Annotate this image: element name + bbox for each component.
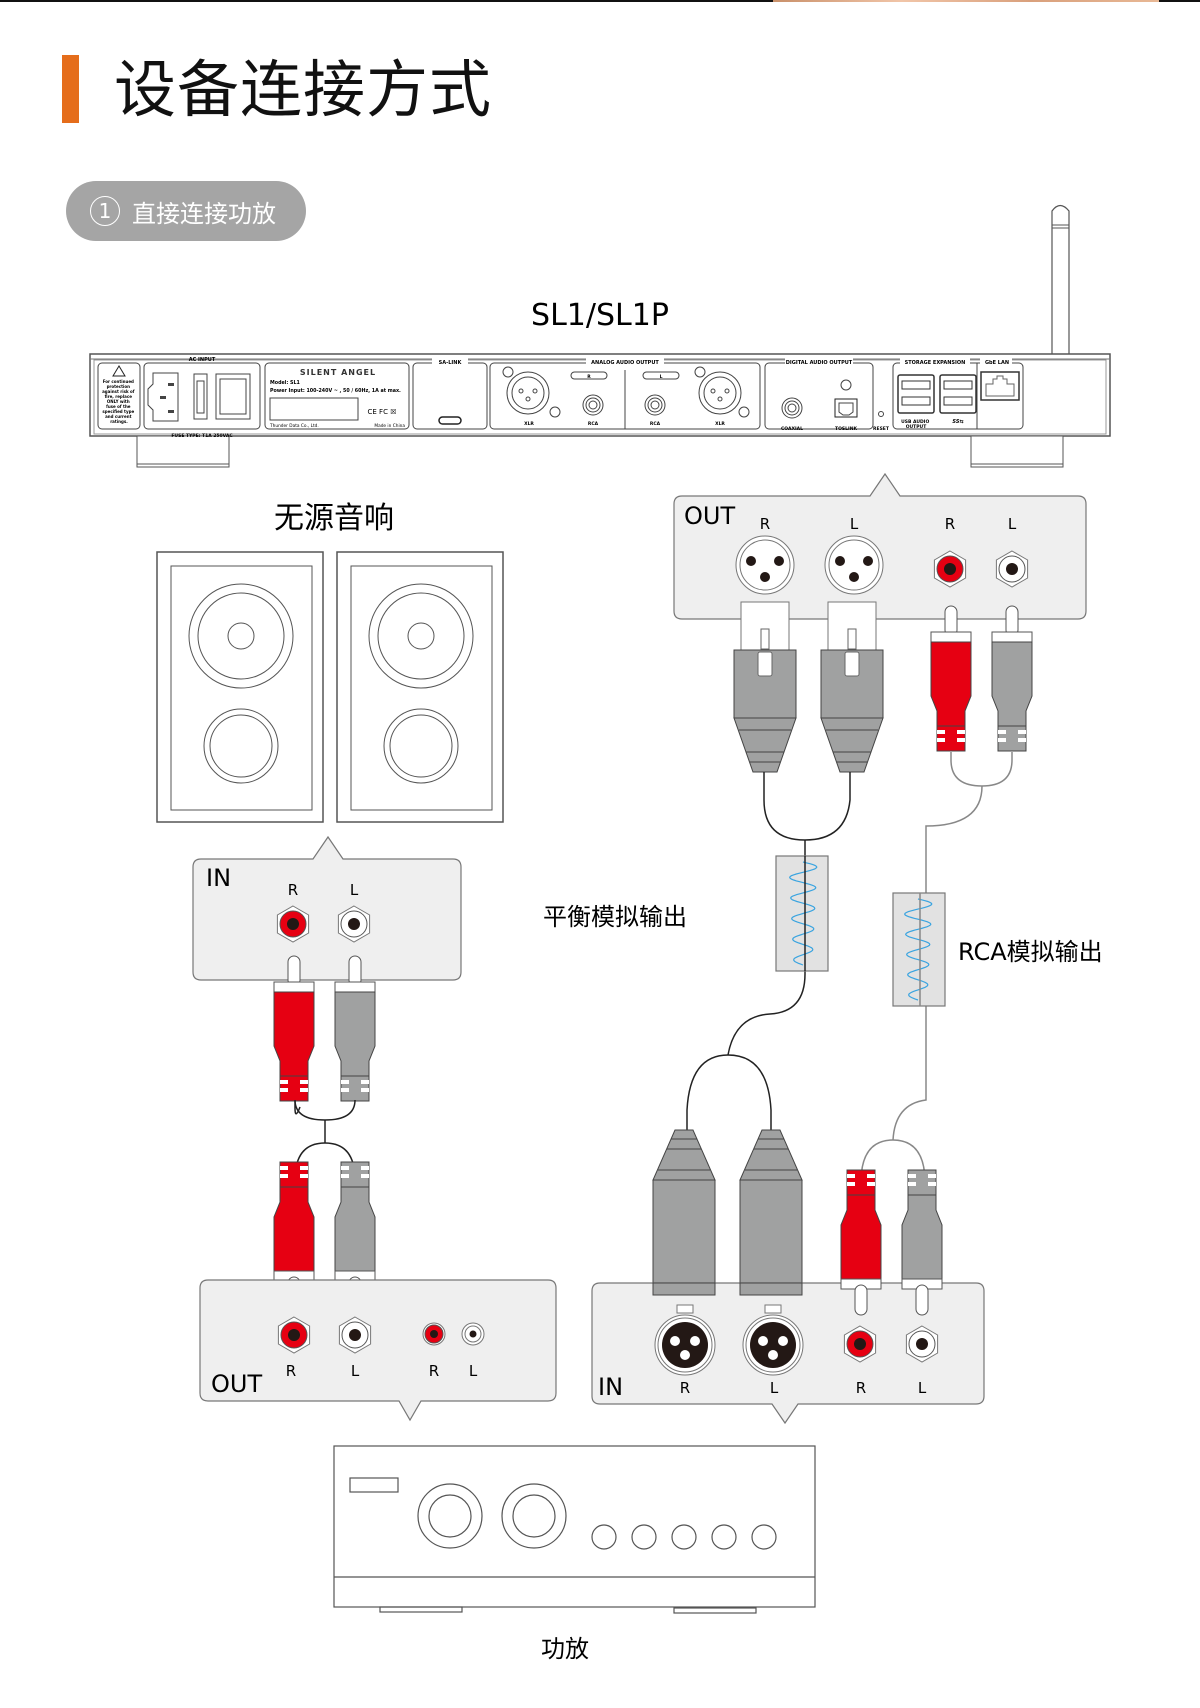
step-badge: 1 直接连接功放 (66, 181, 306, 241)
origin-text: Made in China (374, 423, 405, 429)
in-label: IN (598, 1373, 623, 1401)
port-label-xlr-r: XLR (524, 421, 534, 427)
amp-button[interactable] (671, 1524, 697, 1550)
balanced-output-label: 平衡模拟输出 (543, 903, 687, 931)
amp-button[interactable] (591, 1524, 617, 1550)
speakers-title: 无源音响 (274, 501, 394, 536)
rca-port-left[interactable] (644, 394, 666, 416)
top-rule (0, 0, 1200, 2)
analog-channel-r: R (587, 374, 591, 380)
device-rear-panel: For continued protection against risk of… (89, 204, 1111, 468)
amp-button[interactable] (711, 1524, 737, 1550)
ac-input-label: AC INPUT (189, 357, 216, 363)
amp-button[interactable] (631, 1524, 657, 1550)
warning-text: For continued protection against risk of… (102, 379, 136, 424)
port-label-xlr-l: XLR (715, 421, 725, 427)
in-label: IN (206, 864, 231, 892)
signal-wave-icon (904, 898, 933, 1001)
analog-output-label: ANALOG AUDIO OUTPUT (591, 360, 659, 366)
out-label: OUT (684, 502, 735, 530)
port-label-rca-l: RCA (650, 421, 661, 427)
channel-label: L (918, 1379, 927, 1397)
channel-label: L (1008, 515, 1017, 533)
usb-audio-label: USB AUDIO OUTPUT (901, 419, 931, 430)
usb3-label: SS⇆ (952, 419, 963, 425)
rca-signal-sleeve (892, 892, 946, 1007)
amplifier-front (333, 1445, 816, 1614)
step-number: 1 (90, 196, 120, 226)
warning-icon (112, 365, 126, 377)
balanced-signal-sleeve (775, 855, 829, 972)
amp-out-callout: R L R L OUT (199, 1279, 557, 1422)
channel-label: R (286, 1362, 296, 1380)
port-label-rca-r: RCA (588, 421, 599, 427)
device-out-callout: OUT R L R L (673, 472, 1087, 620)
amp-xlr-plug-l (739, 1129, 803, 1296)
rca-plug-l (991, 605, 1033, 752)
sa-link-label: SA-LINK (439, 360, 463, 366)
power-rating-text: Power Input: 100-240V ~ , 50 / 60Hz, 1A … (270, 388, 401, 394)
channel-label: R (429, 1362, 439, 1380)
amp-knob[interactable] (501, 1483, 567, 1549)
top-rule-accent (773, 0, 1159, 2)
channel-label: R (856, 1379, 866, 1397)
out-label: OUT (211, 1370, 262, 1398)
amp-out-r2-jack[interactable] (422, 1322, 446, 1346)
page-title: 设备连接方式 (114, 53, 493, 126)
channel-label: L (351, 1362, 360, 1380)
channel-label: L (469, 1362, 478, 1380)
channel-label: L (350, 881, 359, 899)
fuse-label: FUSE TYPE: T1A 250VAC (171, 433, 233, 439)
digital-output-label: DIGITAL AUDIO OUTPUT (786, 360, 853, 366)
rca-output-label: RCA模拟输出 (958, 938, 1103, 966)
xlr-port-left[interactable] (694, 366, 750, 418)
reset-button[interactable] (878, 411, 884, 417)
amp-in-callout: IN R L R L (591, 1282, 985, 1425)
xlr-plug-r (733, 601, 797, 773)
channel-label: R (945, 515, 955, 533)
toslink-port[interactable] (834, 398, 858, 418)
channel-label: R (760, 515, 770, 533)
usb-port-stack-left[interactable] (897, 374, 935, 414)
xlr-plug-l (820, 601, 884, 773)
channel-label: R (288, 881, 298, 899)
rca-plug-r (930, 605, 972, 752)
usb-c-port[interactable] (438, 416, 462, 425)
xlr-out-l-jack[interactable] (824, 535, 884, 595)
port-label-toslink: TOSLINK (835, 426, 857, 432)
amp-out-l2-jack[interactable] (461, 1322, 485, 1346)
amp-button[interactable] (751, 1524, 777, 1550)
passive-speaker-right (336, 551, 504, 823)
manufacturer-text: Thunder Data Co., Ltd. (269, 423, 319, 429)
coaxial-port[interactable] (781, 397, 803, 419)
device-name: SL1/SL1P (531, 298, 669, 333)
xlr-out-r-jack[interactable] (735, 535, 795, 595)
brand-logo: SILENT ANGEL (300, 368, 376, 377)
analog-channel-l: L (660, 374, 663, 380)
title-accent-bar (62, 55, 79, 123)
channel-label: L (770, 1379, 779, 1397)
rca-port-right[interactable] (582, 394, 604, 416)
channel-label: L (850, 515, 859, 533)
step-label: 直接连接功放 (132, 199, 276, 228)
amplifier-title: 功放 (541, 1635, 589, 1663)
channel-label: R (680, 1379, 690, 1397)
usb-port-stack-right[interactable] (939, 374, 977, 414)
speaker-in-callout: IN R L (192, 835, 462, 981)
amp-xlr-plug-r (652, 1129, 716, 1296)
lan-label: GbE LAN (985, 360, 1009, 366)
xlr-port-right[interactable] (502, 366, 561, 418)
passive-speaker-left (156, 551, 324, 823)
storage-label: STORAGE EXPANSION (905, 360, 966, 366)
reset-label: RESET (873, 426, 890, 432)
model-text: Model: SL1 (270, 380, 300, 386)
signal-wave-icon (789, 861, 818, 966)
ethernet-port[interactable] (980, 371, 1020, 401)
port-label-coaxial: COAXIAL (781, 426, 803, 432)
amp-display (349, 1477, 399, 1493)
certification-marks: CE FC ☒ (368, 408, 397, 416)
amp-knob[interactable] (417, 1483, 483, 1549)
